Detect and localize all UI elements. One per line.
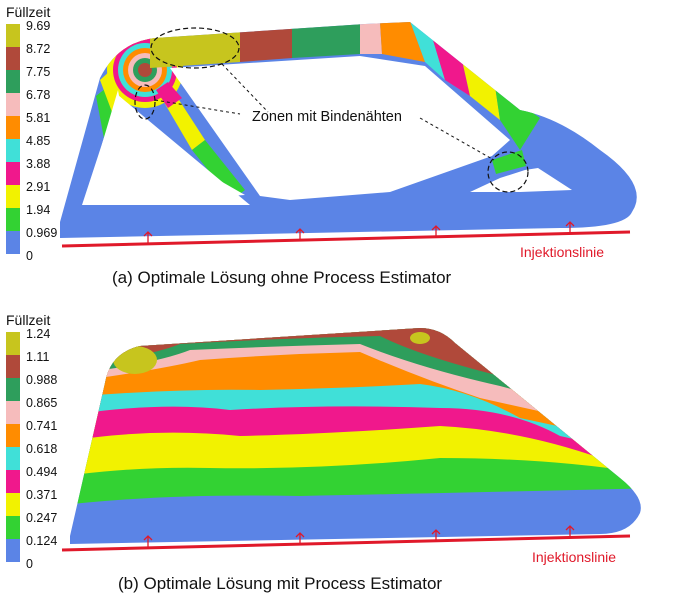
annotation-leaders [154,63,495,161]
legend-swatch [6,424,20,447]
color-legend: 1.24 1.11 0.988 0.865 0.741 0.618 0.494 0.371 0.… [6,327,70,571]
legend-tick-label: 0.988 [26,373,58,387]
legend-swatch [6,93,20,116]
legend-tick-label: 6.78 [26,88,51,102]
injection-label: Injektionslinie [532,549,616,565]
panel-b: Füllzeit 1.24 1.11 0.988 0.865 0.741 0.618 0.4… [0,308,674,600]
legend-swatch [6,24,20,47]
top-beam-segment [240,27,292,62]
caption-b: (b) Optimale Lösung mit Process Estimato… [118,574,443,593]
legend-tick-label: 3.88 [26,157,51,171]
legend-tick-label: 1.94 [26,203,51,217]
legend-tick-label: 0.124 [26,534,58,548]
legend-swatch [6,231,20,254]
legend-swatch [6,470,20,493]
legend-swatch [6,401,20,424]
legend-title: Füllzeit [6,312,51,328]
cutout-center [170,56,510,200]
injection-arrows [143,525,575,548]
legend-swatch [6,539,20,562]
legend-swatch [6,355,20,378]
legend-swatch [6,493,20,516]
weld-line-markers [134,27,529,193]
legend-tick-label: 5.81 [26,111,51,125]
part-plate [70,328,641,544]
legend-tick-label: 0.371 [26,488,58,502]
band-9 [113,346,157,374]
top-beam-segment [360,22,382,54]
legend-swatch [6,47,20,70]
legend-tick-label: 0.741 [26,419,58,433]
legend-swatch [6,116,20,139]
fill-time-plot-b: Injektionslinie [61,328,641,565]
diagonal-strut-segment [192,140,245,200]
legend-tick-label: 1.11 [26,350,50,364]
injection-line [61,534,631,552]
annotation-weld-lines: Zonen mit Bindenähten [252,109,402,125]
top-beam-segment [292,23,360,58]
legend-tick-label: 7.75 [26,65,51,79]
legend-tick-label: 2.91 [26,180,51,194]
top-beam-segment [430,30,470,96]
legend-swatch [6,208,20,231]
legend-tick-label: 0.618 [26,442,58,456]
top-beam-segment [410,22,445,80]
cutout-right [470,168,572,192]
legend-tick-label: 0 [26,557,33,571]
legend-tick-label: 9.69 [26,19,51,33]
legend-tick-label: 8.72 [26,42,51,56]
legend-tick-label: 0.247 [26,511,58,525]
cutout-left [82,95,250,205]
legend-tick-label: 4.85 [26,134,51,148]
band-9 [410,332,430,344]
injection-arrows [143,221,575,244]
legend-swatch [6,185,20,208]
caption-a: (a) Optimale Lösung ohne Process Estimat… [112,268,452,287]
top-beam-segment [150,30,240,68]
top-beam-segment [495,86,540,150]
legend-tick-label: 0.969 [26,226,58,240]
ring [138,63,152,77]
legend-swatch [6,139,20,162]
fill-time-plot-a: Zonen mit Bindenähten Injektionslinie [60,22,637,260]
legend-swatch [6,332,20,355]
legend-swatch [6,70,20,93]
legend-swatch [6,162,20,185]
diagonal-strut-segment [156,82,182,108]
legend-swatch [6,378,20,401]
right-strut-segment [492,150,526,174]
legend-title: Füllzeit [6,4,51,20]
legend-swatch [6,447,20,470]
injection-line [61,230,631,248]
legend-tick-label: 0.865 [26,396,58,410]
injection-label: Injektionslinie [520,244,604,260]
top-beam-segment [462,60,500,120]
legend-tick-label: 1.24 [26,327,51,341]
legend-tick-label: 0 [26,249,33,263]
legend-tick-label: 0.494 [26,465,58,479]
legend-swatch [6,516,20,539]
panel-a: Füllzeit 9.69 8.72 7.75 6.78 5.81 4.85 3.88 2.9… [6,4,637,287]
color-legend: 9.69 8.72 7.75 6.78 5.81 4.85 3.88 2.91 1.94 0.96… [6,19,70,263]
